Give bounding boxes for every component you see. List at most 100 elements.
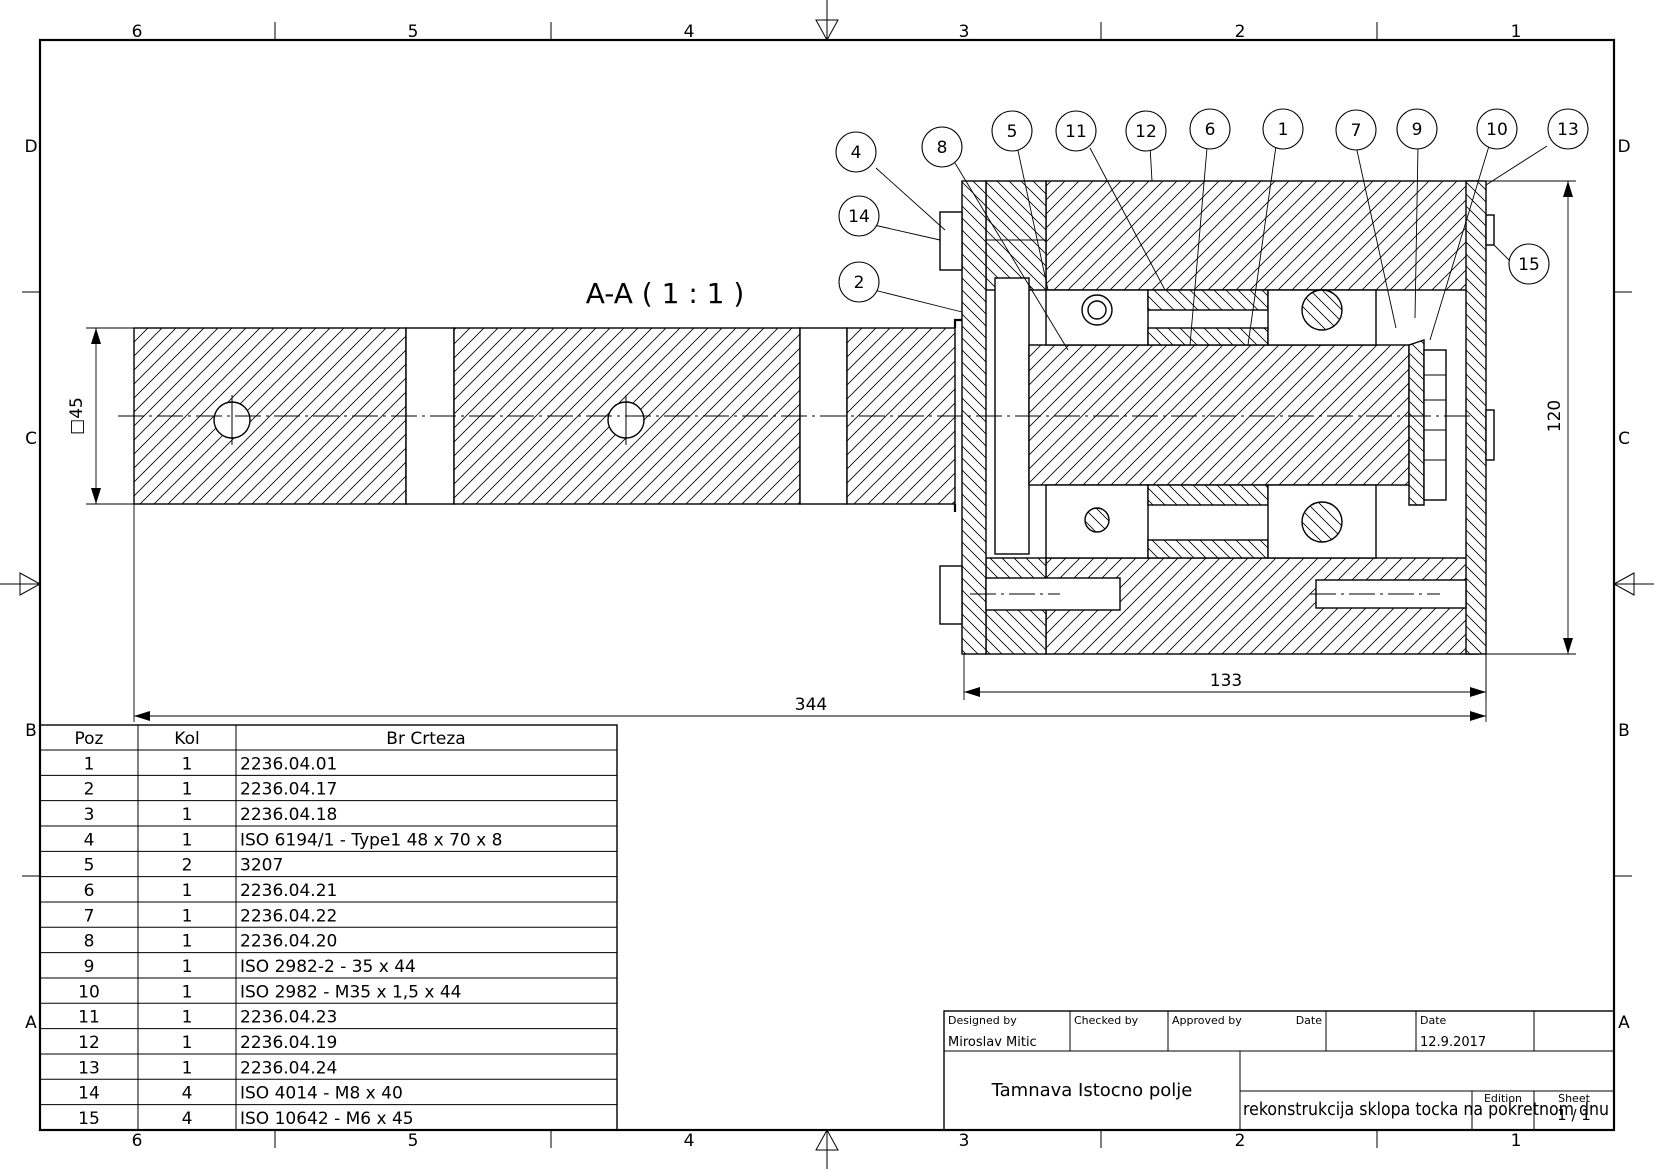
header-kol: Kol [174, 729, 199, 749]
cell-br-crteza: 2236.04.19 [240, 1033, 337, 1053]
cell-kol: 1 [182, 1058, 193, 1078]
header-poz: Poz [75, 729, 104, 749]
cell-kol: 1 [182, 754, 193, 774]
zone-label: 1 [1511, 1131, 1522, 1151]
balloon-label: 4 [851, 143, 862, 163]
dimension-text: 344 [795, 695, 827, 715]
frame-column-labels-top: 6 5 4 3 2 1 [132, 22, 1522, 42]
date-label-2: Date [1420, 1014, 1447, 1027]
cell-poz: 10 [78, 982, 100, 1002]
cell-br-crteza: ISO 10642 - M6 x 45 [240, 1109, 414, 1129]
dimension-text: 133 [1210, 671, 1242, 691]
part-balloons: 4 8 5 11 12 6 1 7 9 10 13 14 2 15 [835, 108, 1589, 303]
balloon-label: 2 [854, 273, 865, 293]
cell-br-crteza: 2236.04.17 [240, 780, 337, 800]
cell-kol: 1 [182, 830, 193, 850]
zone-label: A [25, 1013, 37, 1033]
balloon-label: 13 [1557, 120, 1579, 140]
cell-br-crteza: 2236.04.20 [240, 932, 337, 952]
cell-poz: 2 [84, 780, 95, 800]
zone-label: 1 [1511, 22, 1522, 42]
zone-label: 4 [684, 1131, 695, 1151]
balloon-label: 5 [1007, 122, 1018, 142]
date-value: 12.9.2017 [1420, 1035, 1486, 1050]
zone-label: 2 [1235, 1131, 1246, 1151]
dimension-text: 120 [1545, 400, 1565, 432]
zone-label: C [1618, 429, 1630, 449]
bolt-head [939, 211, 963, 271]
approved-by-label: Approved by [1172, 1014, 1242, 1027]
cell-poz: 8 [84, 932, 95, 952]
company-name: Tamnava Istocno polje [991, 1080, 1193, 1101]
cell-br-crteza: ISO 2982-2 - 35 x 44 [240, 957, 416, 977]
cell-poz: 7 [84, 906, 95, 926]
balloon-leaders [873, 145, 1548, 351]
balloon-label: 8 [937, 138, 948, 158]
balloon-label: 6 [1205, 120, 1216, 140]
cell-poz: 13 [78, 1058, 100, 1078]
cell-poz: 14 [78, 1084, 100, 1104]
frame-column-labels-bottom: 6 5 4 3 2 1 [132, 1131, 1522, 1151]
designed-by-label: Designed by [948, 1014, 1017, 1027]
sheet-value: 1 / 1 [1557, 1106, 1591, 1124]
cell-br-crteza: 3207 [240, 856, 283, 876]
frame-row-labels-right: D C B A [1617, 137, 1630, 1033]
balloon-label: 1 [1278, 120, 1289, 140]
zone-label: D [24, 137, 37, 157]
zone-label: 5 [408, 22, 419, 42]
sheet-label: Sheet [1558, 1092, 1590, 1105]
zone-label: 5 [408, 1131, 419, 1151]
cell-kol: 1 [182, 906, 193, 926]
dimension-text: □45 [67, 397, 87, 435]
cell-kol: 1 [182, 805, 193, 825]
parts-list-header: Poz Kol Br Crteza [75, 729, 466, 749]
cell-br-crteza: ISO 2982 - M35 x 1,5 x 44 [240, 982, 462, 1002]
cell-poz: 6 [84, 881, 95, 901]
cell-poz: 3 [84, 805, 95, 825]
cell-kol: 1 [182, 957, 193, 977]
cell-br-crteza: 2236.04.01 [240, 754, 337, 774]
zone-label: D [1617, 137, 1630, 157]
balloon-label: 14 [848, 207, 870, 227]
header-br-crteza: Br Crteza [386, 729, 465, 749]
cell-poz: 15 [78, 1109, 100, 1129]
balloon-label: 15 [1518, 255, 1540, 275]
section-label: A-A ( 1 : 1 ) [586, 277, 745, 310]
cell-kol: 1 [182, 932, 193, 952]
cell-kol: 4 [182, 1109, 193, 1129]
bolt-head [939, 565, 963, 625]
balloon-label: 9 [1412, 120, 1423, 140]
zone-label: 6 [132, 1131, 143, 1151]
zone-label: A [1618, 1013, 1630, 1033]
title-block: Designed by Checked by Approved by Date … [943, 1010, 1615, 1131]
cell-br-crteza: 2236.04.24 [240, 1058, 337, 1078]
balloon-label: 11 [1065, 122, 1087, 142]
date-label: Date [1296, 1014, 1323, 1027]
zone-label: 2 [1235, 22, 1246, 42]
cell-poz: 1 [84, 754, 95, 774]
zone-label: 4 [684, 22, 695, 42]
checked-by-label: Checked by [1074, 1014, 1139, 1027]
cell-kol: 2 [182, 856, 193, 876]
cell-poz: 11 [78, 1008, 100, 1028]
cell-poz: 5 [84, 856, 95, 876]
cell-br-crteza: 2236.04.23 [240, 1008, 337, 1028]
cell-kol: 1 [182, 1033, 193, 1053]
zone-label: 3 [959, 1131, 970, 1151]
zone-label: B [25, 721, 37, 741]
dimension-housing-height: 120 [1478, 180, 1576, 655]
zone-label: 6 [132, 22, 143, 42]
cell-br-crteza: 2236.04.22 [240, 906, 337, 926]
dimension-housing-length: 133 [963, 654, 1487, 700]
cell-poz: 12 [78, 1033, 100, 1053]
cell-br-crteza: ISO 4014 - M8 x 40 [240, 1084, 403, 1104]
drawing-title: rekonstrukcija sklopa tocka na pokretnom… [1243, 1099, 1609, 1120]
balloon-label: 10 [1486, 120, 1508, 140]
cell-kol: 1 [182, 982, 193, 1002]
cell-kol: 1 [182, 1008, 193, 1028]
cell-kol: 4 [182, 1084, 193, 1104]
